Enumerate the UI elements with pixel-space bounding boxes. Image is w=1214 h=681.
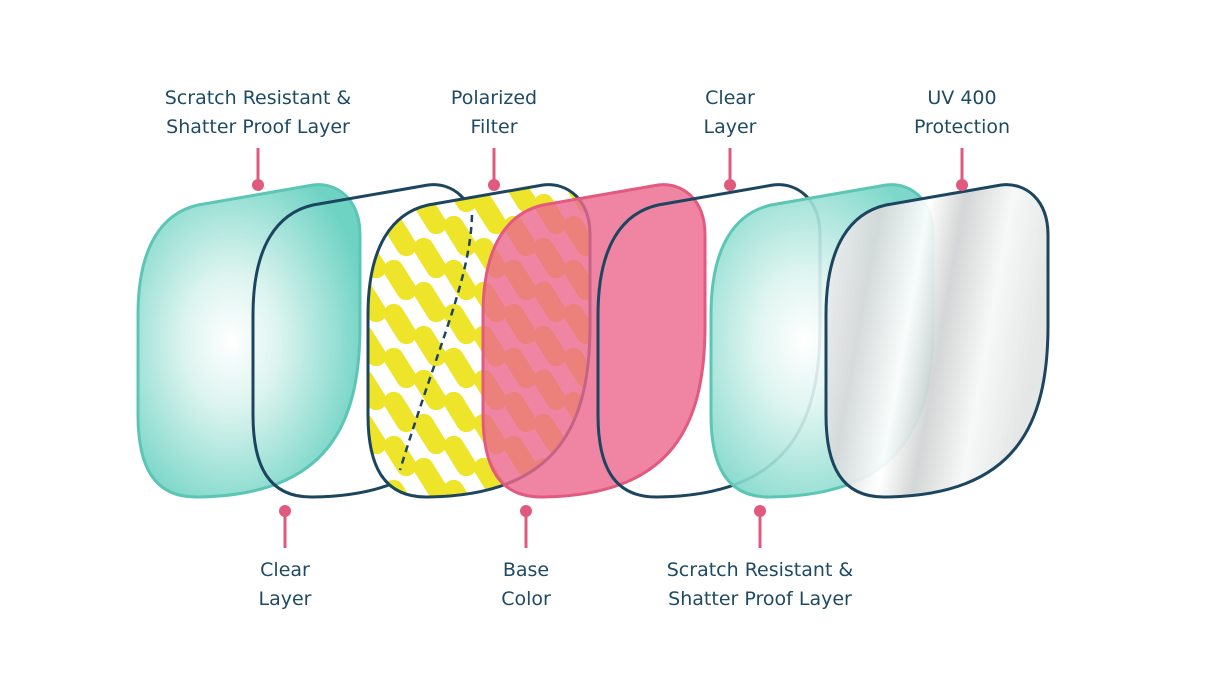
polarized-pattern-pill	[350, 498, 390, 546]
polarized-pattern-pill	[503, 184, 537, 213]
pointer-top-3	[724, 148, 736, 191]
polarized-pattern-pill	[443, 215, 477, 257]
polarized-pattern-pill	[383, 303, 417, 345]
polarized-pattern-pill	[470, 498, 510, 546]
pointer-bottom-2	[520, 505, 532, 548]
polarized-pattern-pill	[383, 391, 417, 433]
pointer-top-1	[252, 148, 264, 191]
polarized-pattern-pill	[443, 259, 477, 301]
polarized-seam-line	[398, 214, 474, 471]
polarized-pattern-pill	[443, 391, 477, 433]
label-bottom-scratch-resistant: Scratch Resistant & Shatter Proof Layer	[666, 559, 854, 610]
polarized-pattern-pill	[443, 435, 477, 477]
pointer-bottom-1	[279, 505, 291, 548]
polarized-pattern-pill	[443, 479, 477, 498]
label-top-clear-layer: Clear Layer	[703, 87, 757, 138]
label-top-scratch-resistant: Scratch Resistant & Shatter Proof Layer	[164, 87, 352, 138]
polarized-pattern-pill	[590, 498, 630, 546]
pointer-top-4	[956, 148, 968, 191]
lens-scratch-resistant-1	[136, 183, 362, 499]
lens-base-color	[481, 183, 707, 499]
polarized-pattern-pill	[368, 281, 387, 323]
label-bottom-clear-layer: Clear Layer	[258, 559, 312, 610]
pointer-bottom-3	[754, 505, 766, 548]
label-top-polarized-filter: Polarized Filter	[450, 87, 538, 138]
polarized-pattern-pill	[530, 498, 570, 546]
polarized-pattern-pill	[413, 281, 447, 323]
label-bottom-base-color: Base Color	[501, 559, 551, 610]
lens-uv-400	[824, 183, 1050, 499]
polarized-pattern-pill	[383, 435, 417, 477]
polarized-pattern-pill	[410, 498, 450, 546]
polarized-pattern-pill	[473, 193, 507, 235]
polarized-pattern-pill	[383, 347, 417, 389]
pointer-top-2	[488, 148, 500, 191]
label-top-uv-400: UV 400 Protection	[913, 87, 1011, 138]
polarized-pattern-pill	[368, 369, 387, 411]
polarized-pattern-pill	[413, 457, 447, 498]
polarized-pattern-pill	[413, 237, 447, 279]
polarized-pattern-pill	[413, 413, 447, 455]
polarized-pattern-pill	[368, 325, 387, 367]
polarized-pattern-pill	[320, 476, 360, 524]
polarized-pattern-pill	[383, 259, 417, 301]
polarized-pattern-pill	[443, 347, 477, 389]
polarized-pattern-pill	[413, 369, 447, 411]
